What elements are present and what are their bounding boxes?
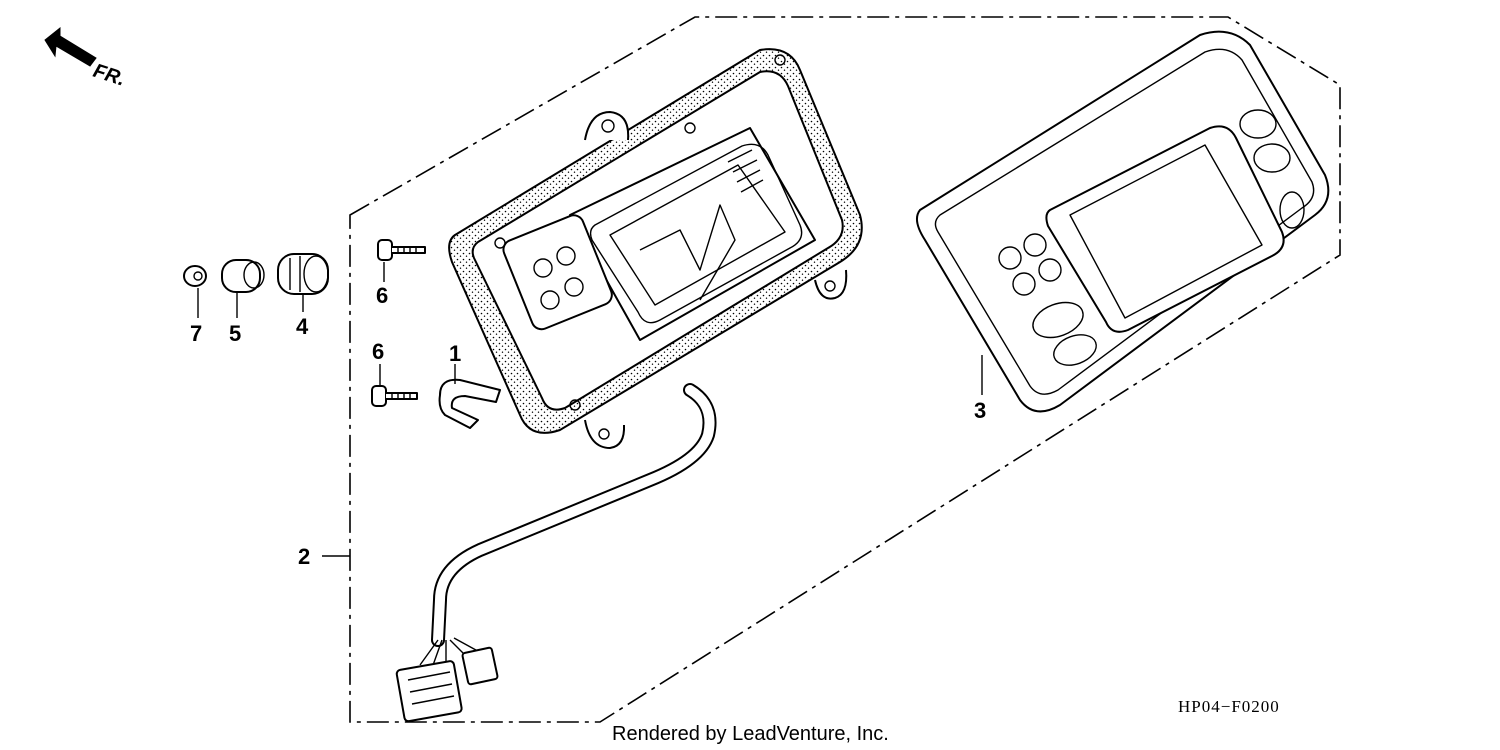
band-clamp-part-1 [438, 378, 501, 429]
front-direction-arrow-icon [44, 26, 97, 67]
render-credit: Rendered by LeadVenture, Inc. [612, 723, 889, 745]
screw-part-6-upper [377, 239, 426, 261]
screw-part-6-lower [371, 385, 418, 407]
meter-cover [915, 30, 1330, 413]
callout-6-lower: 6 [372, 339, 384, 364]
callout-6-upper: 6 [376, 283, 388, 308]
leader-lines [197, 262, 983, 557]
nut-part-7 [183, 265, 207, 287]
meter-case [448, 48, 863, 449]
callout-4: 4 [296, 314, 309, 339]
callout-5: 5 [229, 321, 241, 346]
diagram-code: HP04−F0200 [1178, 697, 1280, 716]
callout-1: 1 [449, 341, 461, 366]
front-direction-label: FR. [90, 60, 127, 91]
callout-2: 2 [298, 544, 310, 569]
grommet-part-4 [277, 253, 329, 295]
collar-part-5 [221, 259, 265, 293]
callout-3: 3 [974, 398, 986, 423]
wire-harness [395, 383, 717, 723]
callout-7: 7 [190, 321, 202, 346]
assembly-outline [349, 16, 1341, 723]
